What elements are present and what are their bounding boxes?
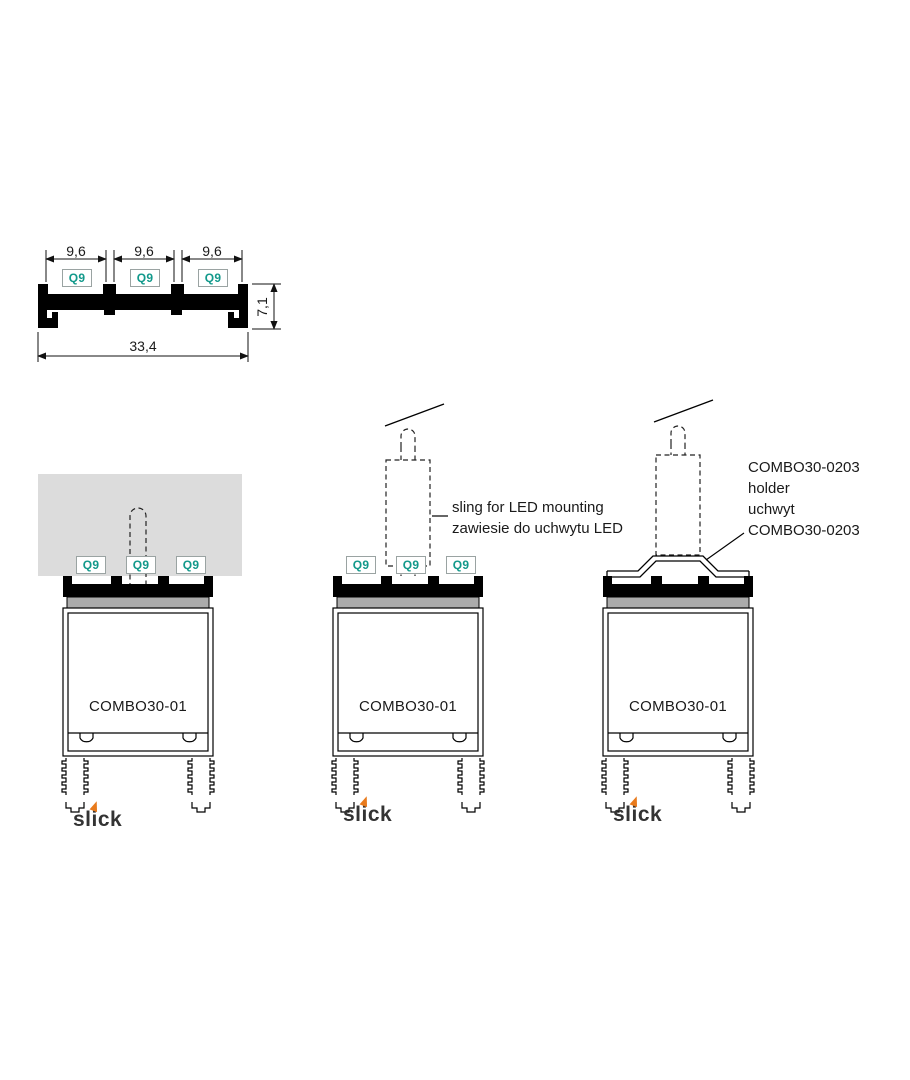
q9-clip-label: Q9 <box>446 556 476 574</box>
slick-logo: slick <box>343 794 393 827</box>
assembly-sling-mounted <box>332 403 484 812</box>
sling-hook-loop <box>670 425 686 444</box>
sling-annotation-en: sling for LED mounting <box>452 499 604 516</box>
sling-hook-loop <box>400 428 416 447</box>
dim-label-slot-2: 9,6 <box>134 243 154 259</box>
q9-clip-label: Q9 <box>198 269 228 287</box>
dim-label-slot-1: 9,6 <box>66 243 86 259</box>
ceiling-slash <box>384 403 445 427</box>
mounting-track <box>602 575 754 609</box>
slick-logo: slick <box>73 799 123 832</box>
dim-label-total-width: 33,4 <box>129 338 157 354</box>
holder-annotation-line1: COMBO30-0203 <box>748 459 860 476</box>
cross-section-profile <box>38 284 248 328</box>
profile-name-left: COMBO30-01 <box>88 698 188 715</box>
holder-label-leader <box>705 532 745 561</box>
dimension-lines <box>37 250 281 362</box>
profile-name-right: COMBO30-01 <box>628 698 728 715</box>
holder-annotation-block: COMBO30-0203 holder uchwyt COMBO30-0203 <box>748 457 860 541</box>
ceiling-slash <box>653 399 714 423</box>
q9-clip-label: Q9 <box>76 556 106 574</box>
assembly-holder-mounted <box>602 399 754 812</box>
sling-annotation-pl: zawiesie do uchwytu LED <box>452 520 623 537</box>
holder-annotation-line3: uchwyt <box>748 501 795 518</box>
q9-clip-label: Q9 <box>396 556 426 574</box>
q9-clip-label: Q9 <box>176 556 206 574</box>
sling-body-dashed <box>655 454 701 556</box>
q9-clip-label: Q9 <box>130 269 160 287</box>
sling-dashed-outline <box>129 507 147 588</box>
slick-wordmark: slick <box>73 808 123 831</box>
assembly-surface-mounted <box>38 474 242 812</box>
q9-clip-label: Q9 <box>62 269 92 287</box>
holder-bracket <box>606 555 750 578</box>
profile-name-middle: COMBO30-01 <box>358 698 458 715</box>
holder-annotation-line2: holder <box>748 480 790 497</box>
dim-label-height: 7,1 <box>254 297 270 317</box>
mounting-track <box>332 575 484 609</box>
slick-logo: slick <box>613 794 663 827</box>
sling-body-dashed <box>385 459 431 567</box>
dim-label-slot-3: 9,6 <box>202 243 222 259</box>
q9-clip-label: Q9 <box>346 556 376 574</box>
holder-annotation-line4: COMBO30-0203 <box>748 522 860 539</box>
slick-wordmark: slick <box>613 803 663 826</box>
q9-clip-label: Q9 <box>126 556 156 574</box>
mounting-track <box>62 575 214 609</box>
slick-wordmark: slick <box>343 803 393 826</box>
